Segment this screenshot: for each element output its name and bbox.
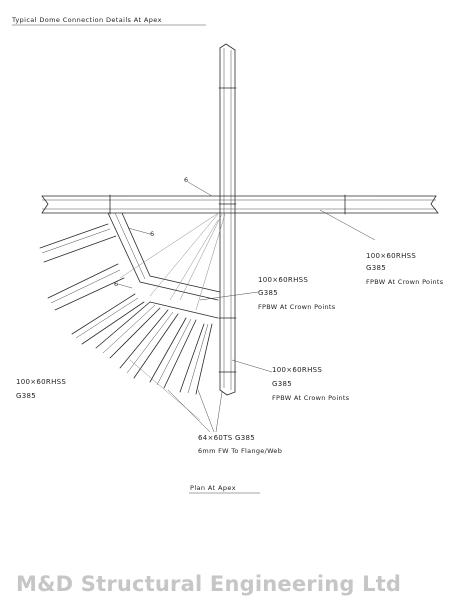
note-rh-lower-1: 100×60RHSS	[272, 366, 322, 374]
note-ts-1: 64×60TS G385	[198, 434, 255, 442]
note-left-1: 100×60RHSS	[16, 378, 66, 386]
note-rh-center-2: G385	[258, 289, 278, 297]
weld-note-2: 6	[150, 230, 154, 238]
note-rh-right-2: G385	[366, 264, 386, 272]
diagonal-members	[39, 212, 221, 395]
note-rh-lower-3: FPBW At Crown Points	[272, 394, 350, 402]
weld-note: 6	[184, 176, 188, 184]
leader-lines	[167, 209, 376, 433]
note-rh-lower-2: G385	[272, 380, 292, 388]
plan-caption: Plan At Apex	[190, 484, 236, 492]
weld-symbols	[117, 181, 213, 289]
note-rh-right-1: 100×60RHSS	[366, 252, 416, 260]
horizontal-member	[41, 194, 439, 215]
note-rh-right-3: FPBW At Crown Points	[366, 278, 444, 286]
note-rh-center-1: 100×60RHSS	[258, 276, 308, 284]
company-brand: M&D Structural Engineering Ltd	[16, 572, 402, 596]
note-left-2: G385	[16, 392, 36, 400]
drawing-title: Typical Dome Connection Details At Apex	[11, 16, 162, 24]
note-ts-2: 6mm FW To Flange/Web	[198, 447, 282, 455]
note-rh-center-3: FPBW At Crown Points	[258, 303, 336, 311]
weld-note-3: 6	[114, 280, 118, 288]
construction-lines	[119, 211, 226, 421]
vertical-member	[218, 43, 237, 396]
